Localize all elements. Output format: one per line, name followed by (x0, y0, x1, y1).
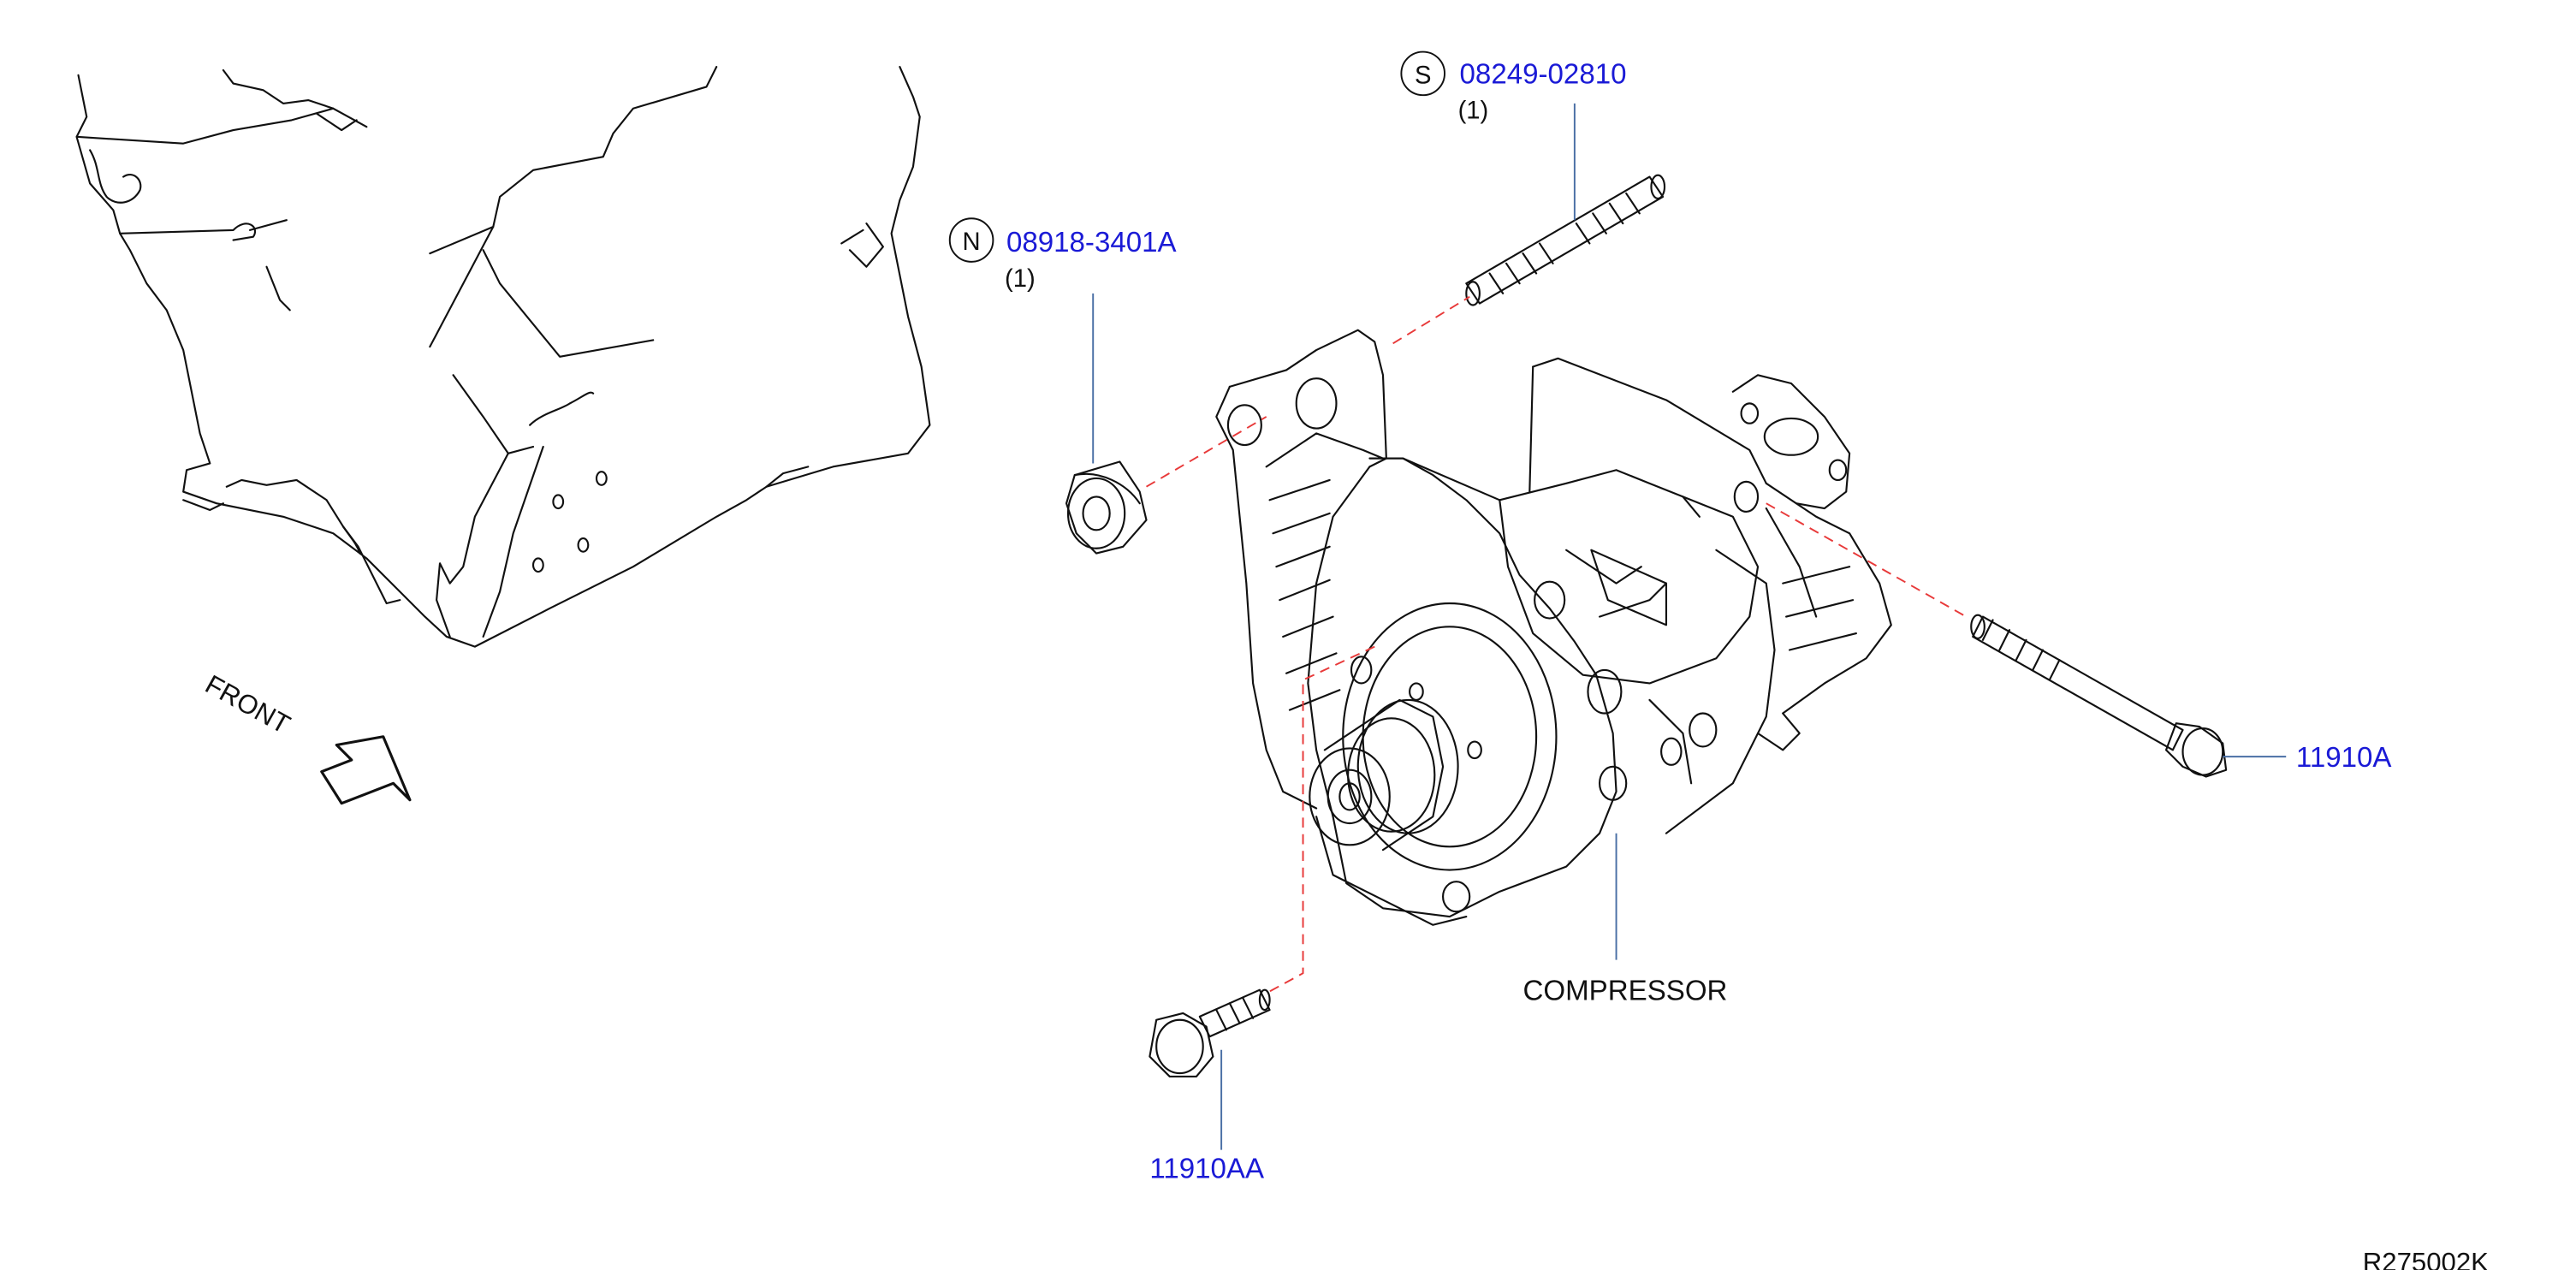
bolt-short-part-number[interactable]: 11910AA (1149, 1154, 1264, 1185)
compressor-label: COMPRESSOR (1523, 975, 1728, 1006)
stud-drawing (1465, 174, 1666, 306)
compressor-drawing (1215, 329, 1892, 926)
bolt-short-drawing (1149, 988, 1271, 1078)
reference-code: R275002K (2363, 1248, 2489, 1270)
nut-symbol-icon: N (948, 217, 994, 263)
stud-symbol-icon: S (1400, 50, 1445, 97)
stud-quantity: (1) (1458, 97, 1489, 124)
stud-part-number[interactable]: 08249-02810 (1460, 59, 1627, 91)
front-arrow-icon (320, 735, 412, 805)
nut-drawing (1065, 460, 1148, 555)
assembly-lines (1146, 295, 1967, 994)
nut-part-number[interactable]: 08918-3401A (1006, 227, 1177, 258)
bolt-long-part-number[interactable]: 11910A (2296, 742, 2392, 774)
bolt-long-drawing (1970, 614, 2228, 778)
leader-lines (1092, 103, 2287, 1150)
svg-text:S: S (1415, 62, 1431, 90)
nut-quantity: (1) (1005, 265, 1036, 293)
engine-block-outline (75, 66, 931, 648)
svg-text:N: N (963, 228, 981, 256)
front-label: FRONT (200, 669, 295, 740)
